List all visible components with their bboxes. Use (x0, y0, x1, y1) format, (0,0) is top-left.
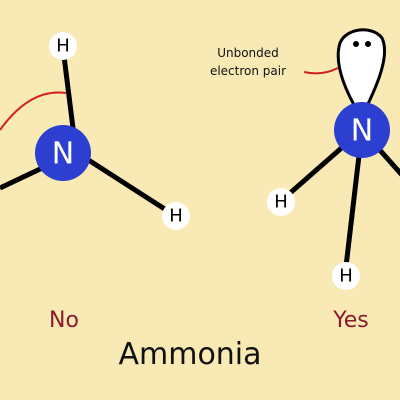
left-nitrogen: N (35, 125, 91, 181)
left-hydrogen-right-label: H (169, 206, 183, 227)
left-hydrogen-right: H (162, 202, 190, 230)
lone-pair-electron-2 (365, 41, 371, 47)
left-verdict: No (49, 308, 79, 333)
left-nitrogen-label: N (52, 137, 74, 172)
right-verdict: Yes (332, 308, 369, 333)
right-lone-pair (336, 28, 387, 114)
left-hydrogen-top: H (49, 32, 77, 60)
right-nitrogen: N (334, 102, 390, 158)
left-hydrogen-top-label: H (56, 36, 70, 57)
lone-pair-electron-1 (353, 41, 359, 47)
right-hydrogen-bottom-label: H (339, 266, 353, 287)
lone-pair-annotation: Unbonded electron pair (210, 46, 339, 78)
right-hydrogen-left: H (267, 188, 295, 216)
right-hydrogen-bottom: H (332, 262, 360, 290)
right-molecule: H H N Unbonded electron pair Yes (210, 28, 400, 333)
annotation-pointer (303, 67, 339, 75)
right-hydrogen-left-label: H (274, 192, 288, 213)
lone-pair-annotation-line-2: electron pair (210, 64, 286, 78)
left-molecule: H H N No (0, 32, 190, 333)
lone-pair-annotation-line-1: Unbonded (217, 46, 279, 60)
lone-pair-lobe (336, 28, 387, 114)
right-nitrogen-label: N (351, 114, 373, 149)
left-bond-angle-arc (0, 91, 67, 131)
left-bond-right (74, 149, 176, 218)
diagram-title: Ammonia (118, 337, 261, 372)
